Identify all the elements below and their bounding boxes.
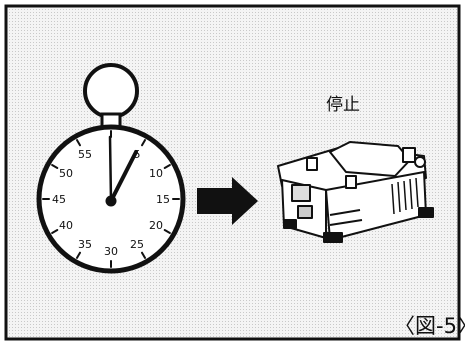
dial-number: 20 [149, 219, 163, 232]
dial-tick [51, 229, 59, 234]
dial-number: 15 [156, 193, 170, 206]
dial-number: 25 [130, 238, 144, 251]
machine-foot-front-left [323, 232, 343, 243]
dial-tick [51, 164, 59, 169]
machine-switch [297, 205, 313, 219]
status-label: 停止 [326, 95, 360, 115]
dial-number: 10 [149, 167, 163, 180]
compressor-machine [277, 141, 434, 243]
dial-tick [163, 164, 171, 169]
dial-number: 40 [59, 219, 73, 232]
second-hand [109, 150, 138, 203]
machine-knob [414, 156, 426, 168]
machine-grille [391, 177, 419, 215]
figure-caption: 〈図-5〉 [394, 314, 465, 338]
dial-number: 55 [78, 148, 92, 161]
machine-gauge [291, 184, 311, 202]
dial-tick [76, 251, 81, 259]
dial-number: 35 [78, 238, 92, 251]
dial-number: 50 [59, 167, 73, 180]
dial-tick [76, 139, 81, 147]
machine-handle [402, 147, 416, 163]
machine-cap-right [345, 175, 357, 189]
dial-tick [141, 251, 146, 259]
machine-foot-front-right [418, 207, 434, 218]
arrow-right-icon [197, 177, 258, 225]
dial-number: 30 [104, 245, 118, 258]
stopwatch-ring [83, 63, 139, 119]
hand-pivot [105, 195, 117, 207]
dial-tick [163, 229, 171, 234]
dial-number: 45 [52, 193, 66, 206]
dial-tick [141, 139, 146, 147]
dial-ticks [42, 130, 180, 268]
machine-cap-left [306, 157, 318, 171]
machine-foot-back-left [283, 219, 297, 229]
minute-hand [108, 135, 113, 203]
dial-number: 5 [134, 148, 141, 161]
